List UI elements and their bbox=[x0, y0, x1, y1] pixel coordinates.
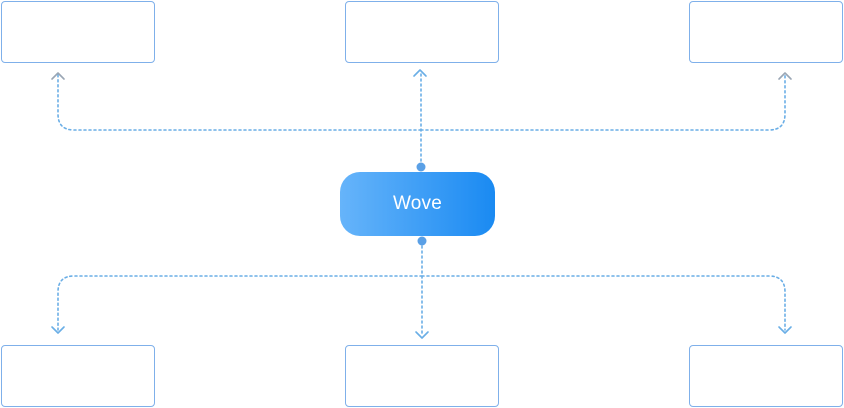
arrow-up-center-icon bbox=[413, 69, 427, 77]
bottom-center-box[interactable] bbox=[345, 345, 499, 407]
arrow-up-left-icon bbox=[51, 72, 65, 80]
arrow-down-right-icon bbox=[778, 326, 792, 334]
top-anchor-dot bbox=[416, 162, 426, 172]
center-node-label: Wove bbox=[392, 193, 443, 214]
top-left-branch-line bbox=[57, 73, 422, 131]
top-center-box[interactable] bbox=[345, 1, 499, 63]
center-node[interactable]: Wove bbox=[340, 172, 495, 236]
bottom-left-box[interactable] bbox=[1, 345, 155, 407]
arrow-up-right-icon bbox=[778, 72, 792, 80]
top-left-box[interactable] bbox=[1, 1, 155, 63]
bottom-left-branch-line bbox=[57, 275, 423, 331]
top-right-branch-line bbox=[420, 73, 786, 131]
bottom-anchor-dot bbox=[417, 236, 427, 246]
arrow-down-center-icon bbox=[415, 331, 429, 339]
bottom-right-branch-line bbox=[421, 275, 786, 331]
top-right-box[interactable] bbox=[689, 1, 843, 63]
bottom-right-box[interactable] bbox=[689, 345, 843, 407]
arrow-down-left-icon bbox=[51, 326, 65, 334]
